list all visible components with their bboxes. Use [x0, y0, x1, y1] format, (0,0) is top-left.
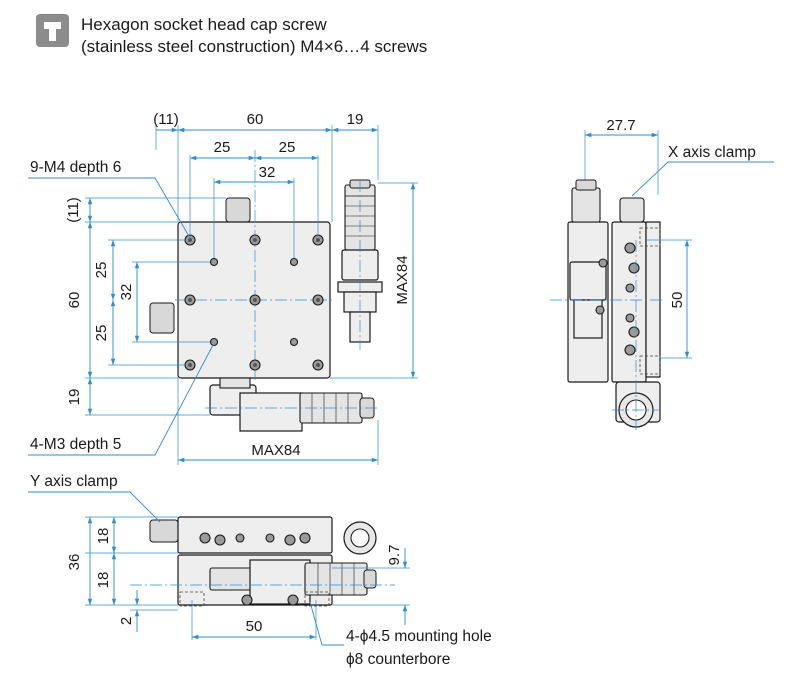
m3-holes: [209, 257, 299, 347]
dim-60-top: 60: [247, 111, 264, 128]
dim-18-lower: 18: [95, 572, 112, 589]
dim-25-upper: 25: [93, 262, 110, 279]
y-micrometer: [337, 179, 383, 350]
callout-m3-tapped: 4-M3 depth 5: [30, 436, 121, 453]
callout-x-clamp: X axis clamp: [668, 144, 756, 161]
dim-25-lower: 25: [93, 325, 110, 342]
top-view: (11) 60 19 25 25 32 (11) 25 32 60 25 19 …: [28, 111, 418, 465]
legend: Hexagon socket head cap screw (stainless…: [36, 14, 427, 56]
legend-line-2: (stainless steel construction) M4×6…4 sc…: [81, 37, 427, 56]
dim-50-right: 50: [669, 292, 686, 309]
dim-max84-bottom: MAX84: [251, 442, 300, 459]
callout-counterbore: ϕ8 counterbore: [346, 651, 450, 668]
dim-11-left: (11): [65, 197, 82, 223]
dim-19-left: 19: [66, 389, 83, 406]
side-view: 27.7 50 X axis clamp: [550, 117, 774, 430]
dim-19-top: 19: [347, 111, 364, 128]
dim-max84-right: MAX84: [394, 255, 411, 304]
cap-screw-left: [149, 302, 175, 334]
dim-11-top: (11): [153, 111, 179, 128]
callout-mount-hole: 4-ϕ4.5 mounting hole: [346, 628, 492, 645]
dim-32-top: 32: [259, 164, 276, 181]
dim-32-left: 32: [118, 284, 135, 301]
dim-9-7: 9.7: [386, 545, 403, 566]
callout-m4-tapped: 9-M4 depth 6: [30, 159, 121, 176]
m4-holes: [184, 234, 324, 371]
callout-y-clamp: Y axis clamp: [30, 473, 118, 490]
dim-27-7: 27.7: [606, 117, 635, 134]
x-micrometer: [205, 377, 380, 432]
dim-25-right: 25: [279, 139, 296, 156]
dim-50-bottom: 50: [246, 618, 263, 635]
dim-60-left: 60: [66, 292, 83, 309]
dim-36: 36: [66, 554, 83, 571]
cap-screw-icon: [36, 14, 69, 47]
dim-2: 2: [118, 617, 135, 625]
cap-screw-top: [225, 197, 251, 223]
y-clamp-screw: [149, 519, 179, 543]
dim-25-left: 25: [214, 139, 231, 156]
dim-18-upper: 18: [95, 528, 112, 545]
front-view: 18 36 18 2 9.7 50 Y axis clamp 4-ϕ4.5 mo…: [28, 473, 492, 668]
legend-line-1: Hexagon socket head cap screw: [81, 15, 327, 34]
